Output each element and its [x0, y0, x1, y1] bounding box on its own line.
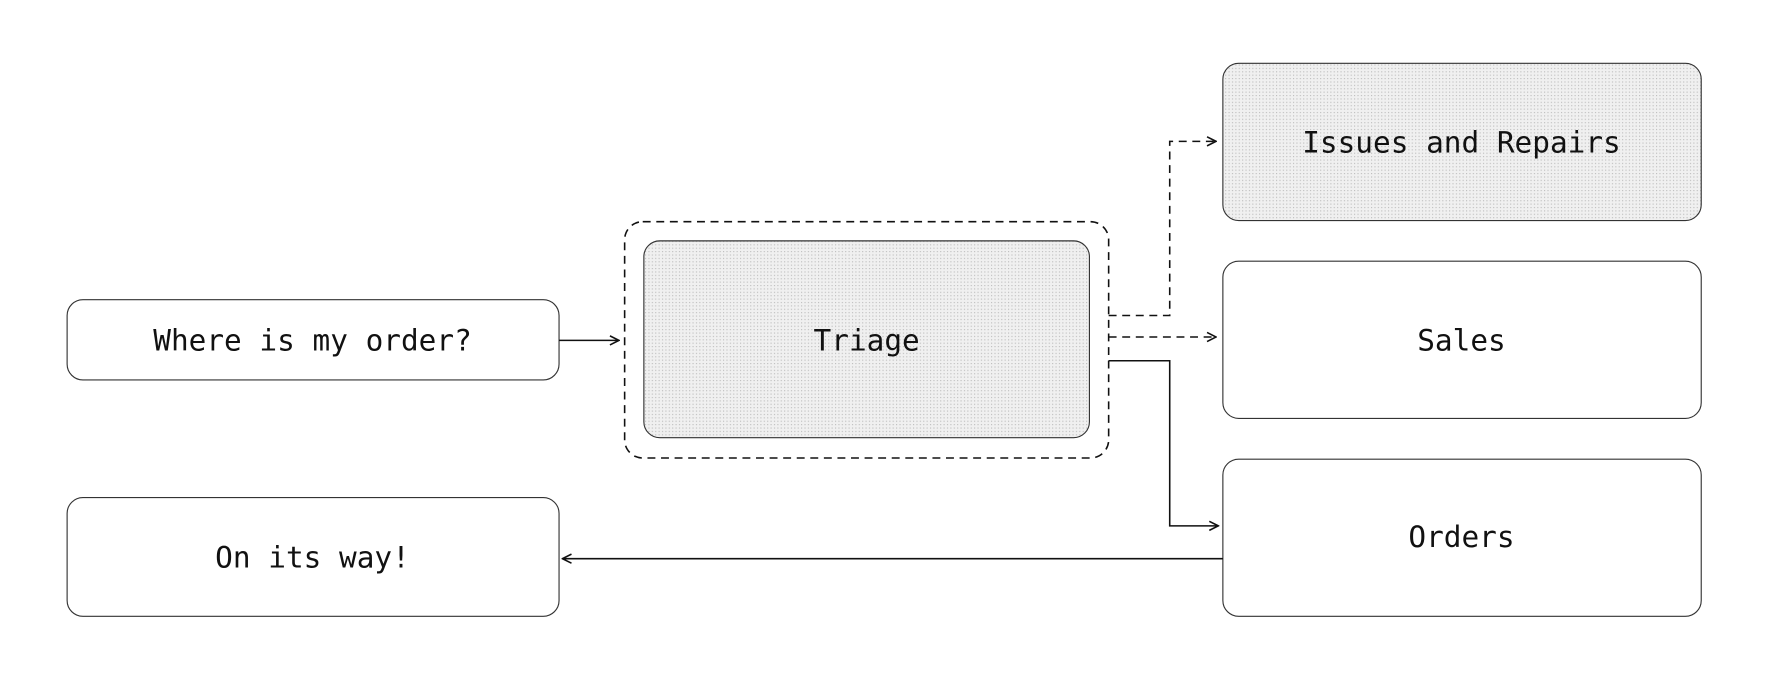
node-sales[interactable]: Sales: [1222, 260, 1702, 419]
node-issues[interactable]: Issues and Repairs: [1222, 62, 1702, 222]
node-question[interactable]: Where is my order?: [66, 299, 560, 381]
node-answer[interactable]: On its way!: [66, 497, 560, 617]
node-triage-group: [623, 220, 1110, 459]
node-orders[interactable]: Orders: [1222, 458, 1702, 617]
edge-triage-to-issues: [1108, 141, 1216, 317]
node-answer-label: On its way!: [215, 541, 410, 575]
node-question-label: Where is my order?: [153, 323, 472, 357]
triage-group-border: [623, 220, 1110, 459]
edge-triage-to-orders: [1108, 359, 1219, 526]
node-orders-label: Orders: [1408, 520, 1514, 554]
node-triage[interactable]: Triage: [643, 240, 1090, 439]
node-triage-label: Triage: [814, 323, 920, 357]
node-sales-label: Sales: [1417, 323, 1505, 357]
node-issues-label: Issues and Repairs: [1302, 125, 1621, 159]
